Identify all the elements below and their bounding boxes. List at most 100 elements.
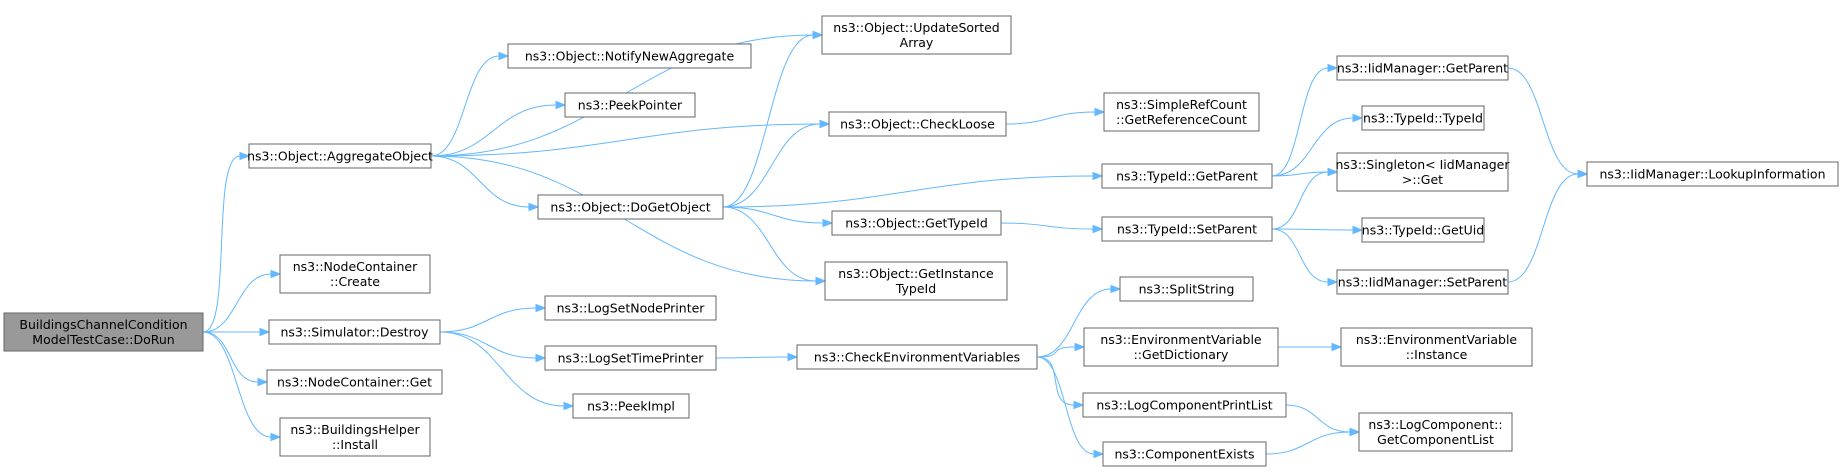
node-box bbox=[1336, 152, 1509, 192]
node-label: ns3::SplitString bbox=[1139, 282, 1235, 297]
node-label: ns3::NodeContainer::Get bbox=[277, 375, 432, 390]
edge-root-to-sim-destroy bbox=[203, 327, 271, 337]
node-iid-lookup[interactable]: ns3::IidManager::LookupInformation bbox=[1586, 161, 1839, 187]
edge-check-env-to-comp-exists bbox=[1036, 356, 1105, 459]
node-label: ns3::TypeId::TypeId bbox=[1363, 111, 1483, 126]
node-log-comp-get-list[interactable]: ns3::LogComponent::GetComponentList bbox=[1358, 412, 1513, 452]
node-label: TypeId bbox=[895, 281, 936, 296]
edge-aggregate-to-peek-ptr bbox=[430, 100, 567, 157]
node-box bbox=[821, 15, 1012, 55]
node-label: ns3::Object::CheckLoose bbox=[840, 117, 995, 132]
edge-root-to-aggregate bbox=[202, 151, 251, 333]
node-label: ns3::Object::GetInstance bbox=[838, 266, 994, 281]
node-label: ns3::Object::NotifyNewAggregate bbox=[525, 49, 735, 64]
node-box bbox=[279, 417, 431, 457]
edge-do-get-to-get-type-id bbox=[722, 206, 834, 228]
node-label: ns3::IidManager::GetParent bbox=[1337, 61, 1508, 76]
node-notify-new[interactable]: ns3::Object::NotifyNewAggregate bbox=[507, 43, 752, 69]
edge-aggregate-to-do-get bbox=[430, 155, 540, 212]
node-box bbox=[564, 92, 696, 118]
edge-do-get-to-tid-get-parent bbox=[722, 171, 1104, 208]
node-label: ::Instance bbox=[1406, 347, 1468, 362]
node-label: ns3::LogComponent:: bbox=[1368, 417, 1502, 432]
node-box bbox=[1336, 269, 1509, 295]
node-label: ns3::IidManager::SetParent bbox=[1338, 275, 1508, 290]
node-label: GetComponentList bbox=[1377, 432, 1494, 447]
node-box bbox=[544, 295, 717, 321]
node-src-get-ref[interactable]: ns3::SimpleRefCount::GetReferenceCount bbox=[1103, 92, 1260, 132]
node-label: ns3::TypeId::GetParent bbox=[1116, 169, 1258, 184]
node-bh-install[interactable]: ns3::BuildingsHelper::Install bbox=[279, 417, 431, 457]
node-tid-get-parent[interactable]: ns3::TypeId::GetParent bbox=[1101, 163, 1273, 189]
node-label: ns3::NodeContainer bbox=[293, 259, 418, 274]
edge-sim-destroy-to-log-time bbox=[439, 331, 547, 363]
node-label: ns3::LogComponentPrintList bbox=[1096, 398, 1272, 413]
node-label: ns3::TypeId::GetUid bbox=[1362, 223, 1484, 238]
node-sim-destroy[interactable]: ns3::Simulator::Destroy bbox=[268, 319, 441, 345]
node-label: ns3::LogSetTimePrinter bbox=[558, 351, 705, 366]
node-box bbox=[824, 261, 1008, 301]
node-get-type-id[interactable]: ns3::Object::GetTypeId bbox=[831, 210, 1002, 236]
node-box bbox=[266, 369, 443, 395]
node-box bbox=[3, 312, 204, 352]
node-nc-get[interactable]: ns3::NodeContainer::Get bbox=[266, 369, 443, 395]
node-box bbox=[1102, 441, 1267, 467]
node-label: ::GetDictionary bbox=[1134, 347, 1229, 362]
node-iid-set-parent[interactable]: ns3::IidManager::SetParent bbox=[1336, 269, 1509, 295]
node-label: ns3::TypeId::SetParent bbox=[1117, 222, 1257, 237]
node-aggregate[interactable]: ns3::Object::AggregateObject bbox=[247, 143, 433, 169]
node-box bbox=[572, 393, 690, 419]
node-check-loose[interactable]: ns3::Object::CheckLoose bbox=[828, 111, 1007, 137]
edge-tid-set-parent-to-iid-set-parent bbox=[1271, 228, 1339, 287]
node-label: ModelTestCase::DoRun bbox=[32, 332, 174, 347]
edge-tid-set-parent-to-singleton-get bbox=[1271, 167, 1339, 230]
node-label: BuildingsChannelCondition bbox=[19, 317, 187, 332]
node-nc-create[interactable]: ns3::NodeContainer::Create bbox=[279, 254, 431, 294]
node-root[interactable]: BuildingsChannelConditionModelTestCase::… bbox=[3, 312, 204, 352]
node-label: ns3::ComponentExists bbox=[1114, 447, 1254, 462]
node-env-instance[interactable]: ns3::EnvironmentVariable::Instance bbox=[1340, 327, 1533, 367]
nodes-layer: BuildingsChannelConditionModelTestCase::… bbox=[3, 15, 1839, 467]
node-check-env[interactable]: ns3::CheckEnvironmentVariables bbox=[796, 344, 1038, 370]
node-box bbox=[507, 43, 752, 69]
node-label: Array bbox=[900, 35, 934, 50]
node-log-node[interactable]: ns3::LogSetNodePrinter bbox=[544, 295, 717, 321]
node-label: ns3::Singleton< IidManager bbox=[1335, 157, 1510, 172]
node-log-comp-print[interactable]: ns3::LogComponentPrintList bbox=[1082, 392, 1287, 418]
node-split-str[interactable]: ns3::SplitString bbox=[1119, 276, 1254, 302]
node-label: ns3::Object::GetTypeId bbox=[845, 216, 988, 231]
edge-do-get-to-upd-sorted bbox=[722, 30, 824, 208]
node-peek-impl[interactable]: ns3::PeekImpl bbox=[572, 393, 690, 419]
node-peek-ptr[interactable]: ns3::PeekPointer bbox=[564, 92, 696, 118]
node-box bbox=[1083, 327, 1279, 367]
node-label: ns3::Object::AggregateObject bbox=[247, 149, 433, 164]
node-label: ns3::PeekPointer bbox=[578, 98, 683, 113]
node-box bbox=[1101, 216, 1273, 242]
node-iid-get-parent[interactable]: ns3::IidManager::GetParent bbox=[1336, 55, 1509, 81]
edge-tid-set-parent-to-tid-get-uid bbox=[1271, 225, 1364, 235]
edge-log-comp-print-to-log-comp-get-list bbox=[1285, 404, 1361, 437]
node-label: ::Create bbox=[330, 274, 380, 289]
node-label: ns3::Object::UpdateSorted bbox=[833, 20, 999, 35]
node-box bbox=[1361, 105, 1485, 131]
node-label: ::Install bbox=[332, 437, 378, 452]
node-do-get[interactable]: ns3::Object::DoGetObject bbox=[537, 194, 724, 220]
node-tid-get-uid[interactable]: ns3::TypeId::GetUid bbox=[1361, 217, 1485, 243]
node-tid-type-id[interactable]: ns3::TypeId::TypeId bbox=[1361, 105, 1485, 131]
edge-sim-destroy-to-log-node bbox=[439, 303, 547, 333]
node-label: ns3::Object::DoGetObject bbox=[550, 200, 710, 215]
edge-tid-get-parent-to-tid-type-id bbox=[1271, 113, 1364, 177]
node-box bbox=[1082, 392, 1287, 418]
node-label: ns3::EnvironmentVariable bbox=[1356, 332, 1518, 347]
node-box bbox=[1336, 55, 1509, 81]
node-box bbox=[831, 210, 1002, 236]
node-singleton-get[interactable]: ns3::Singleton< IidManager>::Get bbox=[1335, 152, 1510, 192]
edge-check-loose-to-src-get-ref bbox=[1005, 107, 1106, 125]
edge-iid-set-parent-to-iid-lookup bbox=[1507, 169, 1589, 283]
node-log-time[interactable]: ns3::LogSetTimePrinter bbox=[544, 345, 717, 371]
node-tid-set-parent[interactable]: ns3::TypeId::SetParent bbox=[1101, 216, 1273, 242]
node-comp-exists[interactable]: ns3::ComponentExists bbox=[1102, 441, 1267, 467]
node-env-get-dict[interactable]: ns3::EnvironmentVariable::GetDictionary bbox=[1083, 327, 1279, 367]
